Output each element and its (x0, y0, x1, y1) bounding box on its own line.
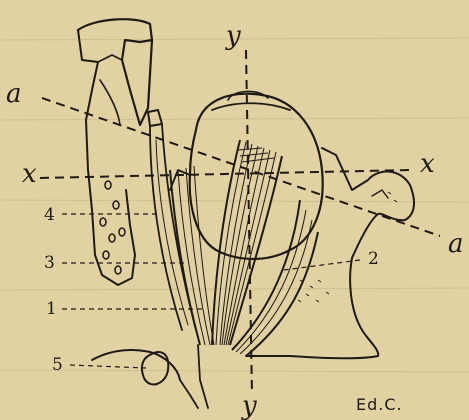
label-a-left: a (6, 79, 22, 109)
orbital-bone-right (246, 148, 414, 358)
label-a-right: a (448, 229, 464, 259)
label-3: 3 (44, 253, 55, 273)
label-2: 2 (368, 249, 379, 269)
muscle-fan (170, 140, 282, 345)
label-1: 1 (46, 299, 57, 319)
bone-stipple (298, 192, 397, 302)
label-y-top: y (225, 21, 241, 51)
orbital-bone-left (78, 19, 152, 285)
leader-lines (62, 214, 360, 368)
label-x-left: x (22, 159, 37, 189)
label-5: 5 (52, 355, 63, 375)
label-y-bottom: y (241, 391, 257, 420)
label-x-right: x (420, 149, 435, 179)
label-4: 4 (44, 205, 55, 225)
structure-5 (92, 345, 208, 408)
paper-texture (0, 38, 469, 372)
axis-x-line (40, 170, 410, 178)
axis-y-line (246, 50, 252, 395)
artist-signature: Ed.C. (356, 395, 403, 414)
